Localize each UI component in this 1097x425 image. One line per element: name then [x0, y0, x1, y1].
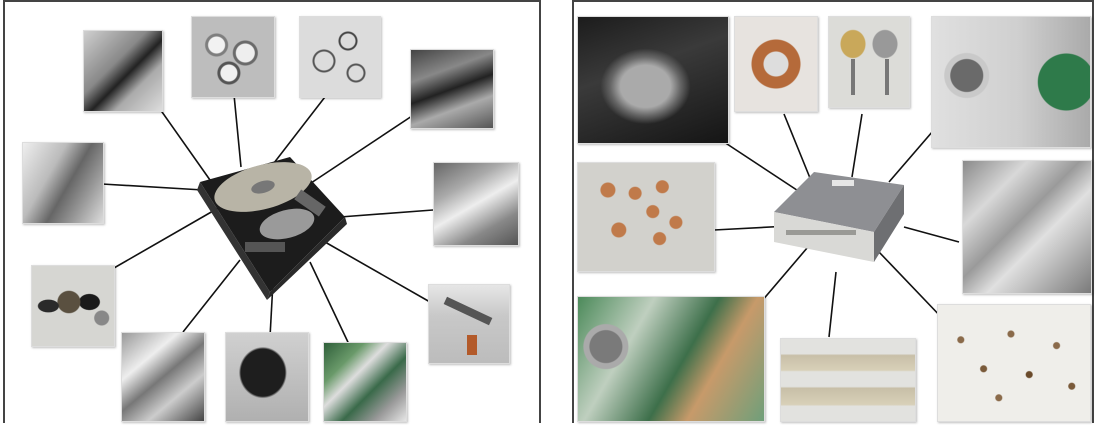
photo-front-bezels — [780, 338, 916, 422]
photo-board-and-shield — [931, 16, 1091, 148]
photo-drive-cover-frame — [22, 142, 104, 224]
photo-small-parts-scatter — [937, 304, 1091, 422]
photo-base-casting — [433, 162, 519, 246]
fdd-center-illustration — [774, 172, 904, 262]
photo-circuit-boards — [577, 296, 765, 422]
photo-drive-chassis — [962, 160, 1092, 294]
photo-disc-pieces — [31, 265, 115, 347]
fdd-panel — [572, 0, 1094, 423]
photo-read-write-head-assembly — [428, 284, 510, 364]
photo-motor-stator — [734, 16, 818, 112]
photo-circuit-board-fragment — [323, 342, 407, 422]
photo-spacer-rings — [299, 16, 381, 98]
photo-voice-coil-magnet — [410, 49, 494, 129]
photo-head-arm-fragments — [83, 30, 163, 112]
photo-metal-pieces-in-bag — [577, 16, 729, 144]
photo-spindle-motor — [121, 332, 205, 422]
hdd-panel — [3, 0, 541, 423]
photo-actuator-fragment — [225, 332, 309, 422]
photo-stepper-motors — [828, 16, 910, 108]
head-cable-shape — [467, 335, 477, 355]
motor-shaft-1 — [851, 59, 855, 95]
head-arm-shape — [444, 297, 493, 325]
motor-shaft-2 — [885, 59, 889, 95]
photo-platter-discs — [191, 16, 275, 98]
photo-copper-bushings — [577, 162, 715, 272]
